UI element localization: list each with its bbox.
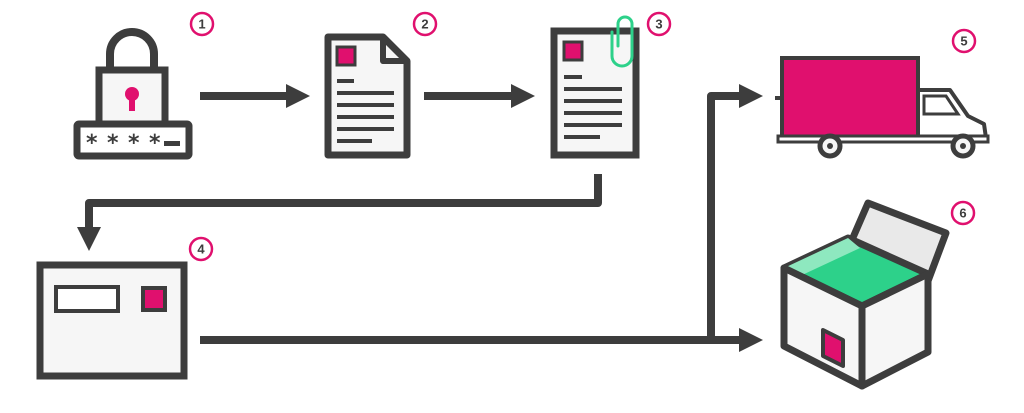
step-badge-6-label: 6 (959, 206, 966, 221)
svg-text:*: * (128, 131, 140, 156)
password-dots: * * * * (86, 131, 161, 156)
delivery-truck-icon (775, 56, 990, 159)
step-badge-1: 1 (189, 11, 215, 37)
step-badge-2: 2 (412, 11, 438, 37)
step-badge-3: 3 (646, 11, 672, 37)
arrowhead-branch-to-step5 (739, 84, 763, 108)
svg-text:*: * (86, 131, 98, 156)
arrow-branch-to-step5 (707, 92, 740, 340)
arrowhead-step2-to-step3 (511, 84, 535, 108)
step-badge-4: 4 (188, 236, 214, 262)
envelope-icon (36, 261, 188, 380)
document-paperclip-icon (550, 15, 640, 159)
step-badge-3-label: 3 (655, 17, 662, 32)
step-badge-6: 6 (950, 200, 976, 226)
document-icon (324, 33, 411, 159)
open-box-icon (780, 199, 950, 390)
svg-text:*: * (107, 131, 119, 156)
arrowhead-step3-to-step4 (77, 227, 101, 251)
step-badge-5: 5 (951, 28, 977, 54)
paperclip-icon (610, 15, 634, 68)
step-badges: 1 2 3 4 5 6 (188, 11, 977, 262)
connectors (77, 84, 763, 352)
arrowhead-step4-to-step6 (739, 328, 763, 352)
arrow-step3-to-step4 (85, 174, 602, 228)
arrowhead-step1-to-step2 (286, 84, 310, 108)
step-badge-1-label: 1 (198, 17, 205, 32)
step-badge-5-label: 5 (960, 34, 967, 49)
step-badge-2-label: 2 (421, 17, 428, 32)
step-badge-4-label: 4 (197, 242, 205, 257)
svg-text:*: * (149, 131, 161, 156)
padlock-password-icon: * * * * (73, 28, 193, 160)
